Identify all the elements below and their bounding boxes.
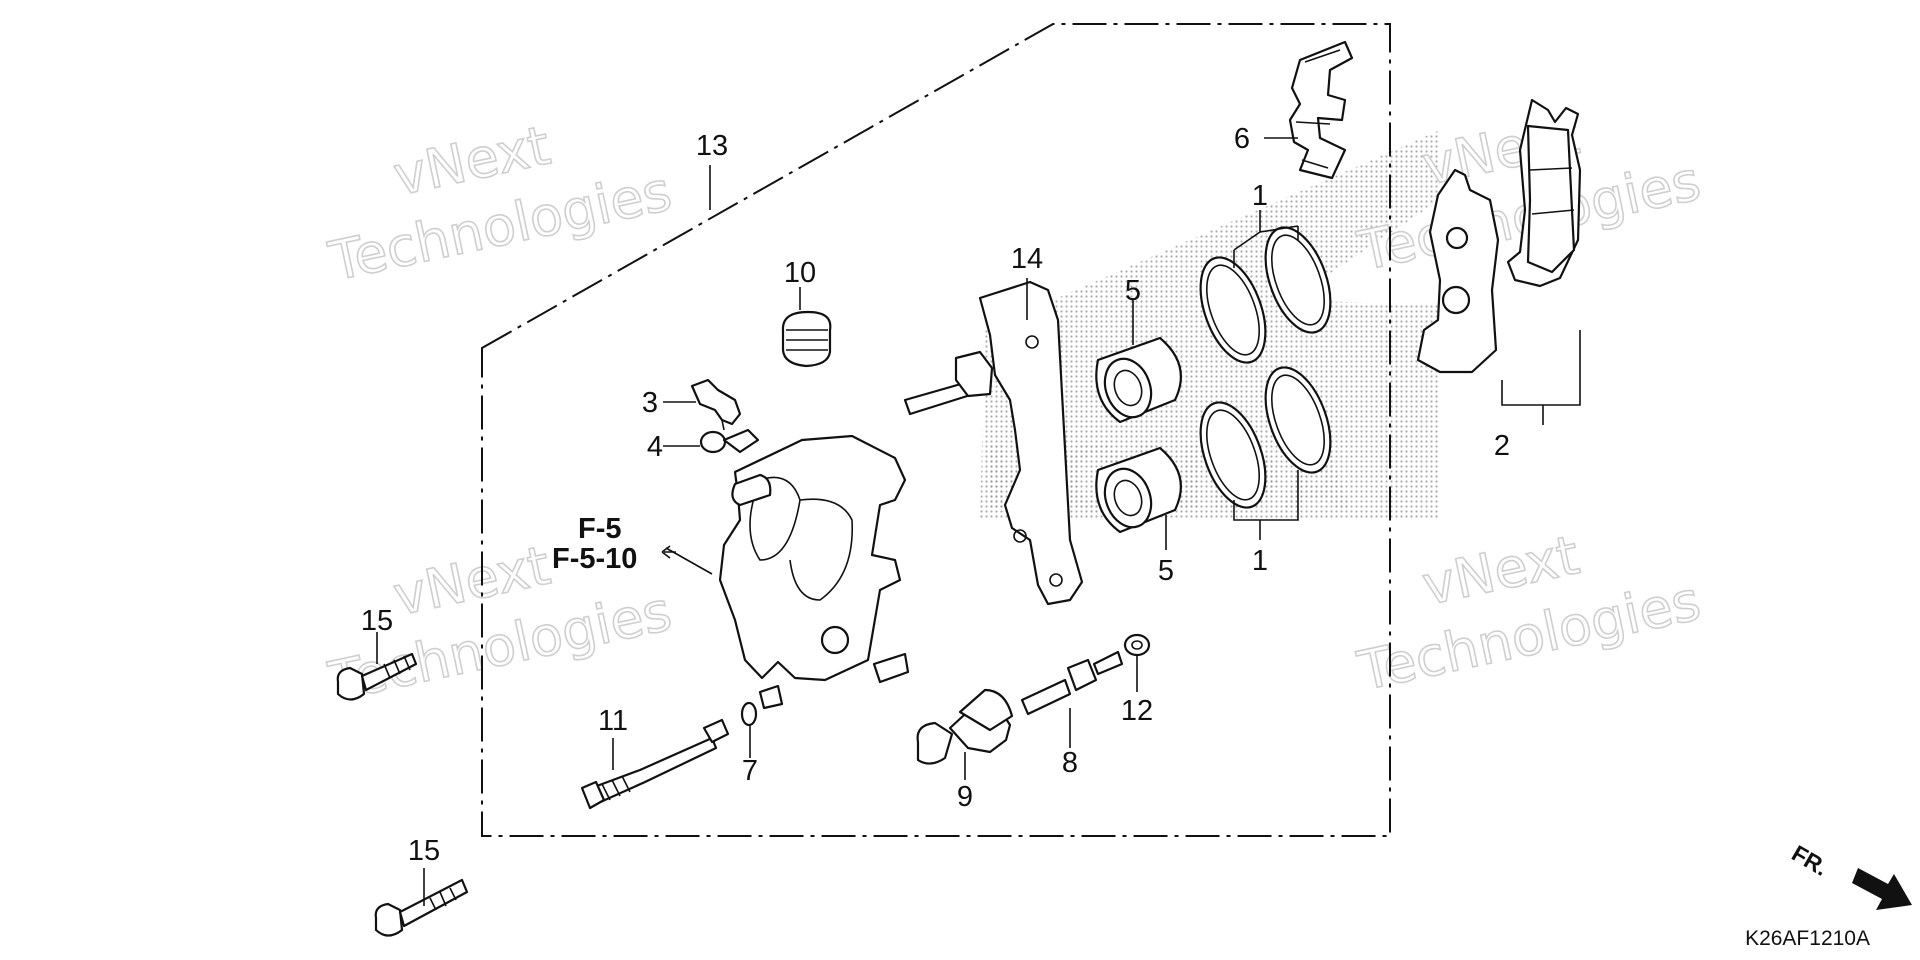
callout-5-lower: 5 bbox=[1158, 555, 1174, 587]
watermark-bottom-right: vNext Technologies bbox=[1351, 522, 1706, 703]
callout-9: 9 bbox=[957, 781, 973, 813]
callout-11: 11 bbox=[598, 705, 628, 737]
watermark-top-left: vNext Technologies bbox=[323, 113, 678, 294]
o-ring-part bbox=[740, 701, 758, 727]
pin-bolt-part bbox=[580, 718, 730, 810]
brake-pads-part bbox=[1416, 98, 1582, 374]
callout-6: 6 bbox=[1234, 123, 1250, 155]
callout-1-lower: 1 bbox=[1252, 545, 1268, 577]
reference-f5: F-5 bbox=[578, 513, 622, 545]
front-arrow-icon bbox=[1852, 868, 1912, 910]
callout-14: 14 bbox=[1011, 243, 1043, 275]
callout-1-upper: 1 bbox=[1252, 180, 1268, 212]
callout-10: 10 bbox=[784, 257, 816, 289]
assembly-boundary bbox=[481, 23, 1391, 837]
front-label: FR. bbox=[1788, 840, 1833, 881]
callout-2: 2 bbox=[1494, 430, 1510, 462]
pad-spring-part bbox=[1288, 40, 1354, 180]
caliper-bracket-part bbox=[903, 280, 1084, 606]
callout-labels: 1 1 2 3 4 5 5 6 7 8 9 10 11 12 13 14 15 … bbox=[361, 123, 1510, 867]
watermark-line1: vNext bbox=[1417, 523, 1584, 617]
caliper-body-part bbox=[718, 434, 910, 710]
callout-8: 8 bbox=[1062, 747, 1078, 779]
pin-boot-part bbox=[1123, 633, 1151, 657]
callout-15-upper: 15 bbox=[361, 605, 393, 637]
bleeder-cap-part bbox=[781, 310, 832, 368]
callout-5-upper: 5 bbox=[1125, 275, 1141, 307]
callout-7: 7 bbox=[742, 755, 758, 787]
page-references: F-5 F-5-10 bbox=[552, 513, 676, 575]
mounting-bolt-lower-part bbox=[374, 878, 469, 937]
reference-f5-10: F-5-10 bbox=[552, 543, 637, 575]
callout-4: 4 bbox=[647, 431, 663, 463]
bleeder-screw-part bbox=[690, 378, 742, 431]
pin-sleeve-part bbox=[916, 688, 1014, 765]
bleeder-washer-part bbox=[699, 428, 760, 454]
pistons-part bbox=[1095, 336, 1182, 534]
piston-seals-part bbox=[1199, 226, 1332, 509]
mounting-bolt-upper-part bbox=[336, 652, 418, 701]
bracket-pin-part bbox=[1020, 650, 1124, 716]
callout-15-lower: 15 bbox=[408, 835, 440, 867]
front-direction-indicator: FR. bbox=[1788, 840, 1912, 910]
leader-lines bbox=[376, 137, 1581, 906]
callout-13: 13 bbox=[696, 130, 728, 162]
callout-3: 3 bbox=[642, 387, 658, 419]
callout-12: 12 bbox=[1121, 695, 1153, 727]
diagram-code: K26AF1210A bbox=[1745, 927, 1870, 950]
